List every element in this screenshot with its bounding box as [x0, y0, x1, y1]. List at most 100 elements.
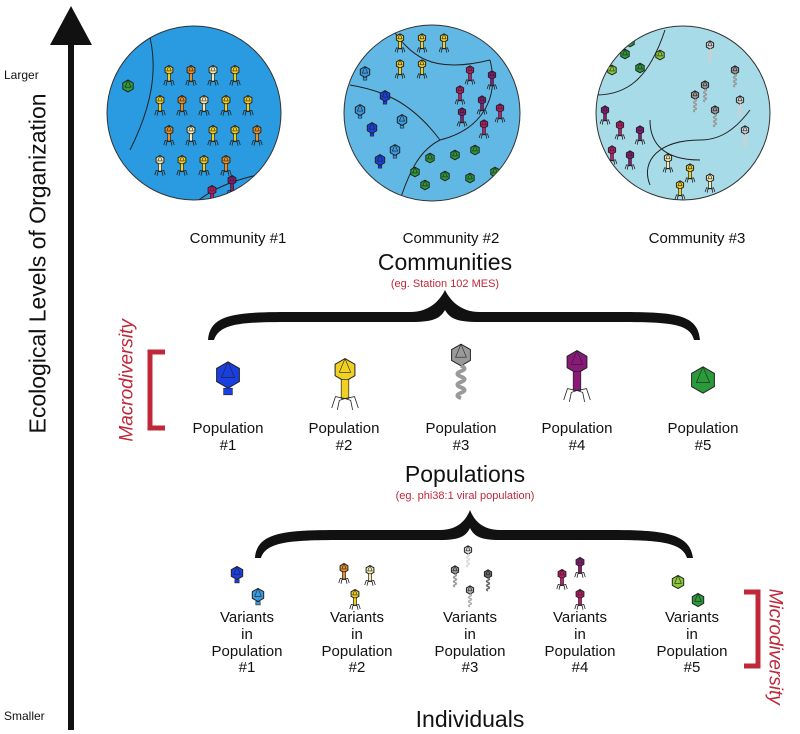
- community-3-label: Community #3: [648, 230, 746, 247]
- phage-icon: [454, 85, 466, 105]
- virus-icon: [122, 79, 134, 93]
- populations-example: (eg. phi38:1 viral population): [395, 490, 535, 502]
- population-2-label: Population#2: [308, 420, 380, 454]
- phage-icon: [163, 64, 175, 86]
- virus-icon: [465, 172, 475, 184]
- phage-icon: [185, 124, 197, 146]
- phage-icon: [438, 33, 450, 53]
- microdiversity-bracket: [744, 589, 761, 669]
- macrodiversity-bracket: [147, 349, 165, 431]
- community-2-label: Community #2: [402, 230, 500, 247]
- phage-icon: [242, 94, 254, 116]
- virus-icon: [625, 36, 635, 48]
- phage-icon: [624, 150, 636, 170]
- phage-icon: [207, 184, 217, 200]
- variant-icon: [463, 545, 473, 568]
- phage-icon: [198, 154, 210, 176]
- phage-icon: [456, 107, 468, 127]
- phage-icon: [606, 145, 618, 165]
- phage-icon: [207, 64, 219, 86]
- population-1-icon: [216, 361, 240, 396]
- variant-icon: [671, 574, 685, 590]
- phage-icon: [220, 154, 232, 176]
- variant-icon: [349, 588, 361, 610]
- virus-icon: [374, 154, 386, 169]
- population-5-label: Population#5: [667, 420, 739, 454]
- phage-icon: [614, 120, 626, 140]
- phage-icon: [154, 94, 166, 116]
- phage-icon: [394, 33, 406, 53]
- virus-icon: [425, 152, 435, 164]
- phage-icon: [464, 65, 476, 85]
- variant-icon: [574, 588, 586, 610]
- phage-icon: [176, 94, 188, 116]
- population-2-icon: [331, 358, 359, 410]
- phage-icon: [704, 173, 716, 193]
- virus-icon: [379, 90, 391, 105]
- individuals-heading: Individuals: [415, 706, 525, 732]
- virus-icon: [635, 62, 645, 74]
- community-1-label: Community #1: [189, 230, 287, 247]
- axis-title: Ecological Levels of Organization: [24, 93, 51, 434]
- phage-icon: [674, 180, 686, 200]
- phage-icon: [684, 163, 696, 183]
- phage-icon: [251, 124, 263, 146]
- phage-icon: [700, 80, 710, 103]
- virus-icon: [410, 166, 420, 178]
- variant-icon: [574, 556, 586, 578]
- phage-icon: [634, 125, 646, 145]
- variant-icon: [230, 565, 244, 584]
- community-1-circle: [106, 25, 282, 201]
- population-1-label: Population#1: [192, 420, 264, 454]
- virus-icon: [420, 179, 430, 191]
- virus-icon: [655, 49, 665, 61]
- phage-icon: [229, 124, 241, 146]
- phage-icon: [599, 160, 611, 180]
- virus-icon: [359, 66, 371, 81]
- variant-icon: [556, 568, 568, 590]
- phage-icon: [599, 105, 611, 125]
- variant-icon: [364, 564, 376, 586]
- virus-icon: [366, 122, 378, 137]
- populations-heading: Populations: [404, 461, 526, 487]
- virus-icon: [354, 104, 366, 119]
- population-5-icon: [691, 366, 715, 394]
- populations-brace: [255, 510, 693, 558]
- population-4-icon: [563, 350, 591, 402]
- phage-icon: [705, 40, 715, 63]
- phage-icon: [730, 65, 740, 88]
- phage-icon: [163, 124, 175, 146]
- virus-icon: [470, 144, 480, 156]
- axis-arrow: [50, 6, 92, 730]
- phage-icon: [229, 64, 241, 86]
- phage-icon: [176, 154, 188, 176]
- phage-icon: [710, 105, 720, 128]
- axis-bottom-label: Smaller: [4, 709, 45, 723]
- virus-icon: [396, 114, 408, 129]
- axis-top-label: Larger: [4, 68, 39, 82]
- phage-icon: [207, 124, 219, 146]
- phage-icon: [486, 70, 498, 90]
- phage-icon: [735, 95, 745, 118]
- phage-icon: [185, 64, 197, 86]
- community-2-circle: [343, 24, 521, 202]
- phage-icon: [154, 154, 166, 176]
- variant-icon: [691, 592, 705, 608]
- community-3-circle: [595, 25, 771, 201]
- variant-icon: [338, 562, 350, 584]
- phage-icon: [494, 103, 506, 123]
- phage-icon: [198, 94, 210, 116]
- phage-icon: [394, 59, 406, 79]
- communities-heading: Communities: [377, 249, 513, 275]
- microdiversity-label: Microdiversity: [764, 588, 786, 705]
- virus-icon: [450, 149, 460, 161]
- phage-icon: [740, 125, 750, 148]
- phage-icon: [662, 153, 674, 173]
- phage-icon: [478, 119, 490, 139]
